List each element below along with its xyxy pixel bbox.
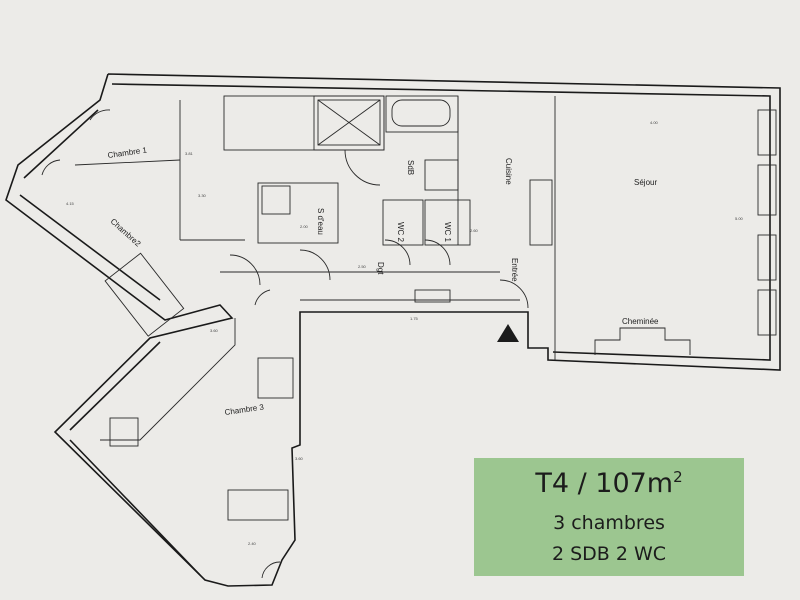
apartment-type-text: T4 / 107m [535,468,674,499]
dimension-label: 3.60 [295,456,304,461]
apartment-summary-box: T4 / 107m2 3 chambres 2 SDB 2 WC [474,458,744,576]
dimension-label: 4.15 [66,201,75,206]
room-label-chambre1: Chambre 1 [107,145,148,159]
room-label-wc2: WC 2 [396,222,405,243]
room-label-entree: Entrée [510,258,519,282]
dimension-label: 1.75 [410,316,419,321]
interior-walls [41,95,777,579]
area-unit-superscript: 2 [673,468,683,486]
room-label-salle-eau: S d'eau [316,208,325,235]
dimension-label: 4.00 [650,120,659,125]
entrance-marker-icon [497,324,519,342]
dimension-label: 2.60 [470,228,479,233]
bedroom-count: 3 chambres [553,512,665,534]
room-label-sejour: Séjour [634,178,657,187]
room-label-wc1: WC 1 [443,222,452,243]
room-label-dgt: Dgt [376,262,385,275]
room-label-cheminee: Cheminée [622,317,659,326]
room-label-cuisine: Cuisine [504,158,513,185]
dimension-label: 5.00 [735,216,744,221]
dimension-label: 3.60 [210,328,219,333]
apartment-type-title: T4 / 107m2 [474,468,744,499]
dimension-label: 2.00 [300,224,309,229]
dimension-label: 2.40 [248,541,257,546]
dimension-label: 2.50 [358,264,367,269]
room-label-sdb: SdB [406,160,415,175]
room-label-chambre2: Chambre2 [109,217,143,249]
dimension-label: 3.81 [185,151,194,156]
bathroom-wc-count: 2 SDB 2 WC [551,543,667,565]
dimension-label: 3.30 [198,193,207,198]
outer-walls [5,73,781,587]
room-label-chambre3: Chambre 3 [224,402,265,416]
